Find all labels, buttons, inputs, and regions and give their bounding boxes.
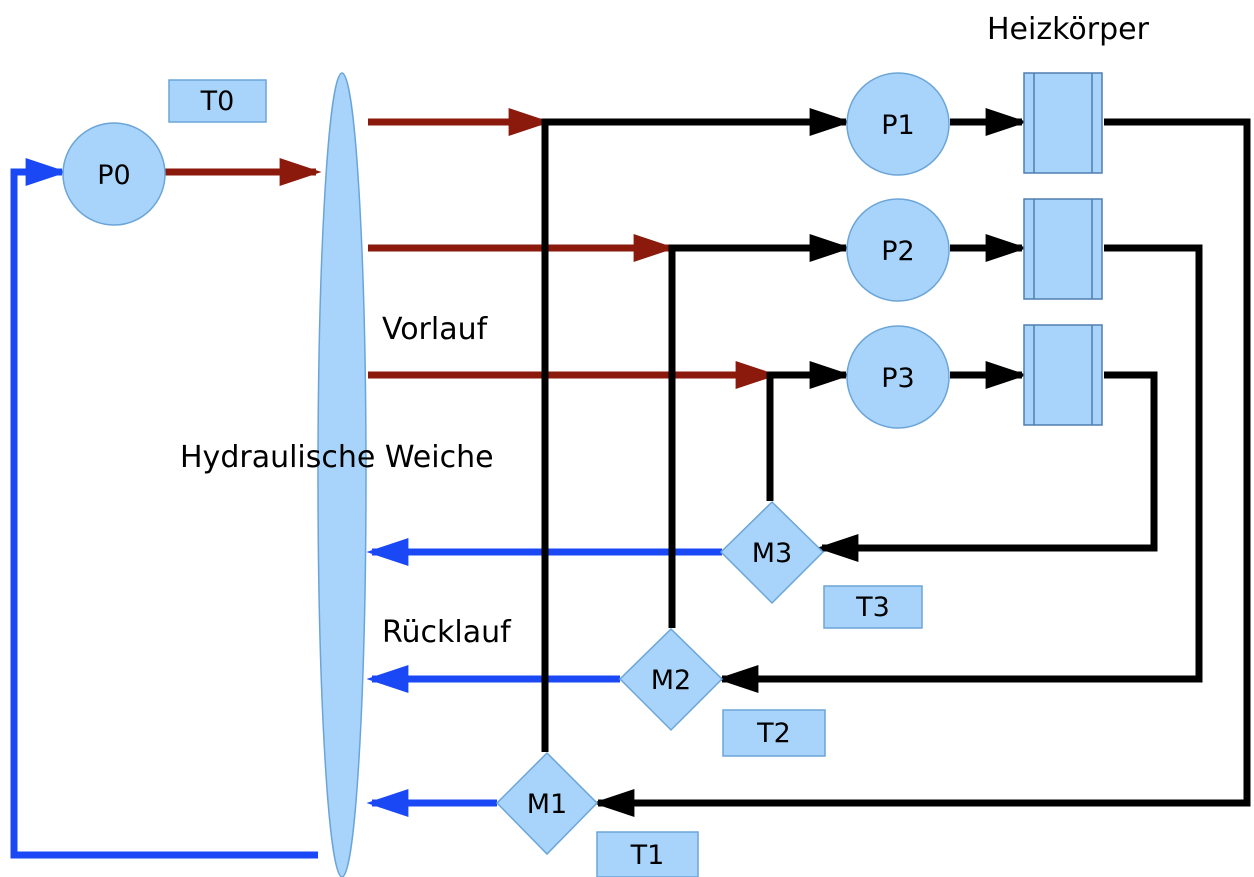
pump-p0-label: P0: [97, 160, 130, 191]
pump-p2: P2: [846, 198, 950, 302]
radiators-label: Heizkörper: [987, 12, 1150, 47]
hydraulic-separator: [317, 72, 367, 877]
radiator-1-return-line: [592, 118, 1251, 817]
mixer-m2-label: M2: [651, 665, 691, 696]
radiator-3-return-line: [816, 371, 1158, 562]
supply-label: Vorlauf: [382, 312, 489, 347]
pump-p0: P0: [62, 122, 166, 226]
sensor-t1: T1: [596, 831, 699, 877]
mixer-m1-label: M1: [527, 789, 567, 820]
sensor-t2-label: T2: [756, 718, 791, 749]
pump-p3: P3: [846, 325, 950, 429]
separator-label: Hydraulische Weiche: [180, 440, 494, 475]
mixer-m3-label: M3: [752, 538, 792, 569]
sensor-t1-label: T1: [630, 840, 665, 871]
radiator-1: [1023, 72, 1103, 174]
pump-p1: P1: [846, 72, 950, 176]
pump-p3-label: P3: [881, 363, 914, 394]
sensor-t0: T0: [168, 79, 267, 123]
sensor-t3: T3: [823, 585, 923, 629]
sensor-t0-label: T0: [200, 86, 235, 117]
main-return-line: [10, 158, 318, 859]
radiator-2-return-line: [716, 244, 1203, 693]
radiator-2: [1023, 198, 1103, 300]
return-label: Rücklauf: [382, 615, 512, 650]
mixer-m3: M3: [719, 500, 825, 605]
radiator-3: [1023, 324, 1103, 426]
mixer-m2: M2: [618, 627, 724, 732]
pump-p1-label: P1: [881, 110, 914, 141]
sensor-t3-label: T3: [855, 592, 890, 623]
mixer-m1: M1: [495, 751, 599, 856]
sensor-t2: T2: [722, 709, 826, 757]
pump-p2-label: P2: [881, 236, 914, 267]
